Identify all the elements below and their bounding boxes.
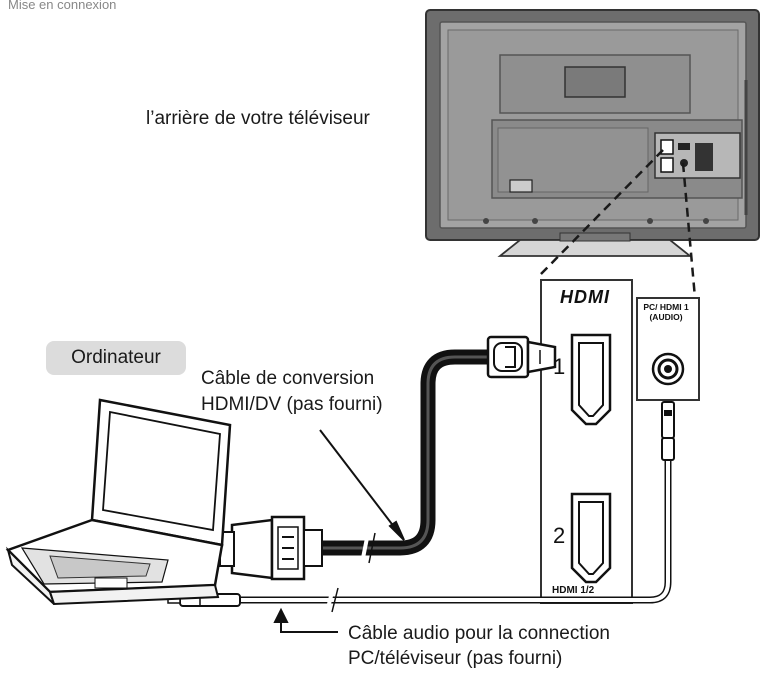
audio-port-label: PC/ HDMI 1 (AUDIO) <box>643 302 689 322</box>
audio-cable <box>240 410 672 613</box>
dvi-plug-icon <box>219 515 323 581</box>
tv-back-icon <box>425 9 760 257</box>
audio-cable-label-line2: PC/téléviseur (pas fourni) <box>348 648 563 669</box>
audio-cable-label-line1: Câble audio pour la connection <box>348 623 610 644</box>
hdmi-port-icon <box>570 333 612 426</box>
hdmi-cable-label-line1: Câble de conversion <box>201 368 375 389</box>
laptop-icon <box>5 398 232 606</box>
hdmi-dvi-cable <box>310 349 501 564</box>
pointer-arrows <box>273 429 405 633</box>
tv-back-label: l’arrière de votre téléviseur <box>146 108 370 129</box>
port-1-label: 1 <box>553 354 566 379</box>
top-caption: Mise en connexion <box>8 0 117 12</box>
hdmi-group-label: HDMI 1/2 <box>552 585 595 596</box>
connector-panel <box>540 279 700 604</box>
computer-badge: Ordinateur <box>46 341 186 375</box>
audio-socket-icon <box>651 352 685 386</box>
callout-lines <box>539 149 697 299</box>
hdmi-plug-icon <box>486 335 557 379</box>
hdmi-logo: HDMI <box>560 287 610 307</box>
port-2-label: 2 <box>553 523 566 548</box>
hdmi-cable-label-line2: HDMI/DV (pas fourni) <box>201 394 383 415</box>
hdmi-port-icon <box>570 492 612 584</box>
